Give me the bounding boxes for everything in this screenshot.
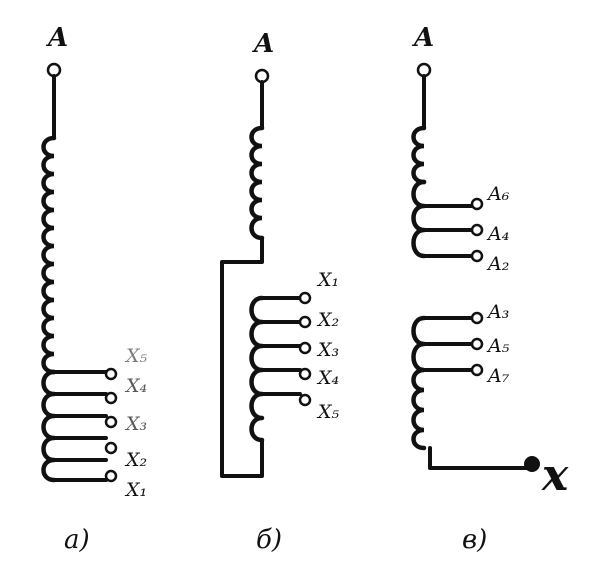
diagram-b: A X₁ X₂ X₃ X₄ X₅ б) <box>220 29 340 555</box>
diagram-v-upper-tap-terminal <box>470 223 484 237</box>
diagram-v-top-label: A <box>411 23 434 53</box>
diagram-v-upper-tap-loops <box>411 179 427 259</box>
diagram-b-upper-coil <box>249 125 265 241</box>
diagram-b-tap-terminal <box>298 291 312 305</box>
diagram-b-tap-terminal <box>298 315 312 329</box>
diagram-v-end-wire <box>428 446 530 470</box>
diagram-a-tap-terminal <box>104 441 118 455</box>
diagram-v-lower-tap-label: A₇ <box>486 365 510 387</box>
diagram-a-tap-wires <box>52 370 108 482</box>
diagram-v-upper-coil <box>411 125 427 185</box>
diagram-a-tap-terminal <box>104 469 118 483</box>
diagram-a-tap-label: X₄ <box>124 375 147 397</box>
diagram-v-lower-coil <box>411 315 427 451</box>
diagram-b-tap-label: X₅ <box>316 401 340 423</box>
diagram-v-upper-tap-terminal <box>470 249 484 263</box>
diagram-v-lower-tap-wires <box>422 316 474 372</box>
diagram-v-lower-tap-terminal <box>470 363 484 377</box>
diagram-v-lower-tap-terminal <box>470 337 484 351</box>
diagram-v-end-label: x <box>541 450 569 501</box>
diagram-b-tap-terminal <box>298 393 312 407</box>
diagram-a-tap-label: X₅ <box>124 345 148 367</box>
diagram-a-tap-terminal <box>104 391 118 405</box>
diagram-b-tap-label: X₄ <box>316 367 339 389</box>
diagram-v-end-terminal <box>524 456 540 472</box>
diagram-b-tap-terminal <box>298 367 312 381</box>
diagram-v-upper-tap-label: A₆ <box>486 183 510 205</box>
diagram-a-tap-label: X₁ <box>124 479 147 501</box>
diagram-a-tap-terminal <box>104 415 118 429</box>
diagram-b-tap-terminal <box>298 341 312 355</box>
diagram-a-tap-loops <box>41 369 57 483</box>
diagram-a-caption: а) <box>64 525 90 555</box>
diagram-b-tap-label: X₂ <box>316 309 339 331</box>
diagram-b-bypass-wire <box>220 236 264 478</box>
diagram-v-lower-tap-label: A₅ <box>486 335 510 357</box>
diagram-b-tap-label: X₁ <box>316 269 339 291</box>
diagram-v-lower-tap-terminal <box>470 311 484 325</box>
diagram-b-caption: б) <box>256 525 282 555</box>
diagram-a-tap-label: X₃ <box>124 413 147 435</box>
diagram-v-upper-tap-wires <box>422 180 474 258</box>
diagram-b-lower-coil <box>249 295 265 443</box>
diagram-b-tap-label: X₃ <box>316 339 339 361</box>
diagram-v-upper-tap-label: A₂ <box>486 253 509 275</box>
diagram-v-upper-tap-terminal <box>470 197 484 211</box>
diagram-v: A A₆ A₄ A₂ A₃ A₅ A₇ x в) <box>411 23 569 555</box>
diagram-a: A X₅ X₄ X₃ X₂ X₁ а) <box>41 23 148 555</box>
diagram-v-upper-tap-label: A₄ <box>486 223 509 245</box>
diagram-b-tap-wires <box>260 296 302 396</box>
diagram-a-coil <box>41 135 57 375</box>
diagram-v-caption: в) <box>462 525 487 555</box>
diagram-a-tap-terminal <box>104 367 118 381</box>
diagram-v-lower-tap-label: A₃ <box>486 301 509 323</box>
diagram-b-top-label: A <box>251 29 274 59</box>
diagram-a-tap-label: X₂ <box>124 449 147 471</box>
diagram-a-top-label: A <box>45 23 68 53</box>
